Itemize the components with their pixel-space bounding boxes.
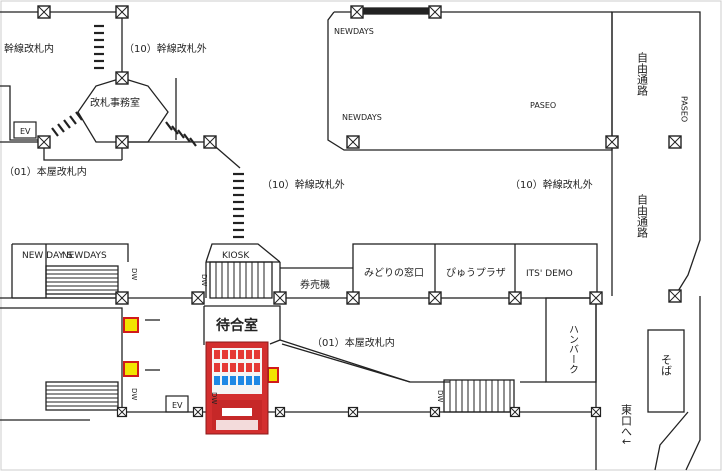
outside-top-label: （10）幹線改札外 xyxy=(124,42,207,55)
soba-label: そば xyxy=(660,354,673,376)
ev-bottom-label: EV xyxy=(172,401,183,410)
outside-right-label: （10）幹線改札外 xyxy=(510,178,593,191)
midori-label: みどりの窓口 xyxy=(364,266,424,279)
paseo-shop-label: PASEO xyxy=(530,101,556,110)
east-exit-label: 東口へ↓ xyxy=(620,404,633,447)
ticket-machine-label: 券売機 xyxy=(300,278,330,291)
kiosk-label: KIOSK xyxy=(222,251,250,261)
honya-inside-left-label: （01）本屋改札内 xyxy=(4,165,87,178)
newdays-left-label: NEW DAY S xyxy=(22,251,73,261)
honya-inside-mid-label: （01）本屋改札内 xyxy=(312,336,395,349)
jiyu-road-mid-label: 自由通路 xyxy=(636,194,649,239)
stairs xyxy=(45,7,515,413)
extinguisher-icon xyxy=(123,317,279,383)
waiting-room-label: 待合室 xyxy=(216,317,258,334)
its-demo-label: ITS' DEMO xyxy=(526,269,573,279)
ev-top-label: EV xyxy=(20,127,31,136)
dw-2-label: DW xyxy=(200,274,208,286)
dw-4-label: DW xyxy=(210,392,218,404)
jiyu-road-top-label: 自由通路 xyxy=(636,52,649,97)
outside-mid-label: （10）幹線改札外 xyxy=(262,178,345,191)
pillars xyxy=(37,5,682,418)
hamburg-label: ハンバーク xyxy=(567,324,579,374)
newdays-left-2-label: NEWDAYS xyxy=(62,251,107,261)
shinkansen-inside-label: 幹線改札内 xyxy=(4,42,54,55)
vending-machine-icon xyxy=(205,341,269,435)
dw-1-label: DW xyxy=(130,268,138,280)
paseo-road-label: PASEO xyxy=(680,96,689,122)
ticket-office-label: 改札事務室 xyxy=(90,96,140,109)
newdays-a-label: NEWDAYS xyxy=(334,27,374,36)
walls xyxy=(0,11,701,471)
dw-3-label: DW xyxy=(130,388,138,400)
hyuga-plaza-label: ぴゅうプラザ xyxy=(446,267,506,279)
newdays-b-label: NEWDAYS xyxy=(342,113,382,122)
dw-5-label: DW xyxy=(436,390,444,402)
elevator-boxes xyxy=(13,121,189,413)
